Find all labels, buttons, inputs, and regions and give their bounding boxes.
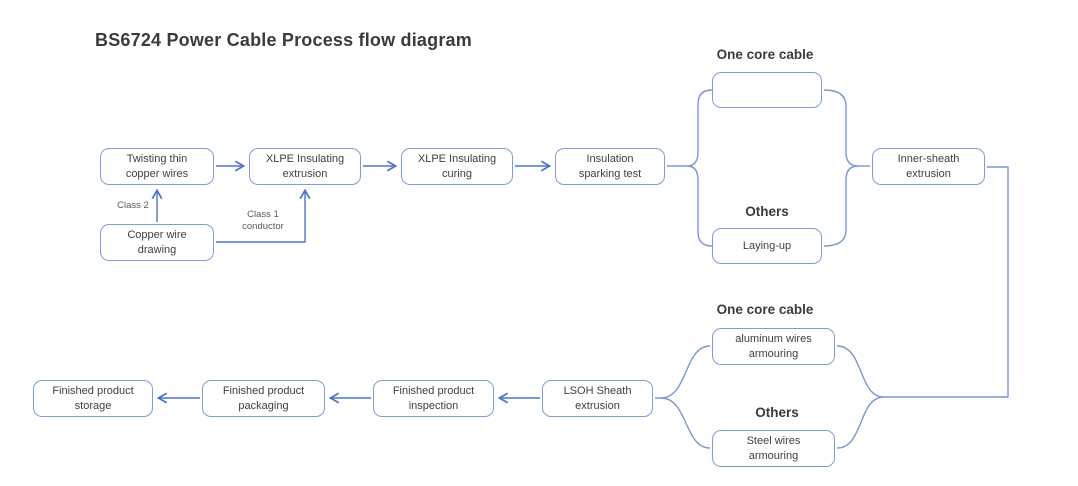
node-copper-wire-drawing: Copper wire drawing [100, 224, 214, 261]
node-inner-sheath-extrusion: Inner-sheath extrusion [872, 148, 985, 185]
label-others-top: Others [745, 204, 789, 219]
label-others-bottom: Others [755, 405, 799, 420]
node-finished-product-inspection: Finished product inspection [373, 380, 494, 417]
node-lsoh-sheath-extrusion: LSOH Sheath extrusion [542, 380, 653, 417]
node-one-core-cable-passthrough [712, 72, 822, 108]
label-class-1-conductor: Class 1 conductor [242, 209, 284, 232]
brace-top-merge [823, 89, 859, 247]
node-laying-up: Laying-up [712, 228, 822, 264]
node-aluminum-wires-armouring: aluminum wires armouring [712, 328, 835, 365]
label-one-core-cable-top: One core cable [716, 47, 814, 62]
label-one-core-cable-bottom: One core cable [716, 302, 814, 317]
brace-top-split [686, 89, 713, 247]
label-class-2: Class 2 [117, 200, 149, 211]
node-insulation-sparking-test: Insulation sparking test [555, 148, 665, 185]
brace-bottom-merge-right [836, 345, 885, 449]
node-xlpe-insulating-curing: XLPE Insulating curing [401, 148, 513, 185]
node-steel-wires-armouring: Steel wires armouring [712, 430, 835, 467]
arrow-class1 [216, 188, 311, 243]
node-finished-product-storage: Finished product storage [33, 380, 153, 417]
diagram-title: BS6724 Power Cable Process flow diagram [95, 30, 472, 50]
brace-bottom-split-left [655, 345, 711, 449]
line-inner-sheath-down [884, 166, 1009, 398]
node-xlpe-insulating-extrusion: XLPE Insulating extrusion [249, 148, 361, 185]
node-finished-product-packaging: Finished product packaging [202, 380, 325, 417]
node-twisting-thin-copper-wires: Twisting thin copper wires [100, 148, 214, 185]
